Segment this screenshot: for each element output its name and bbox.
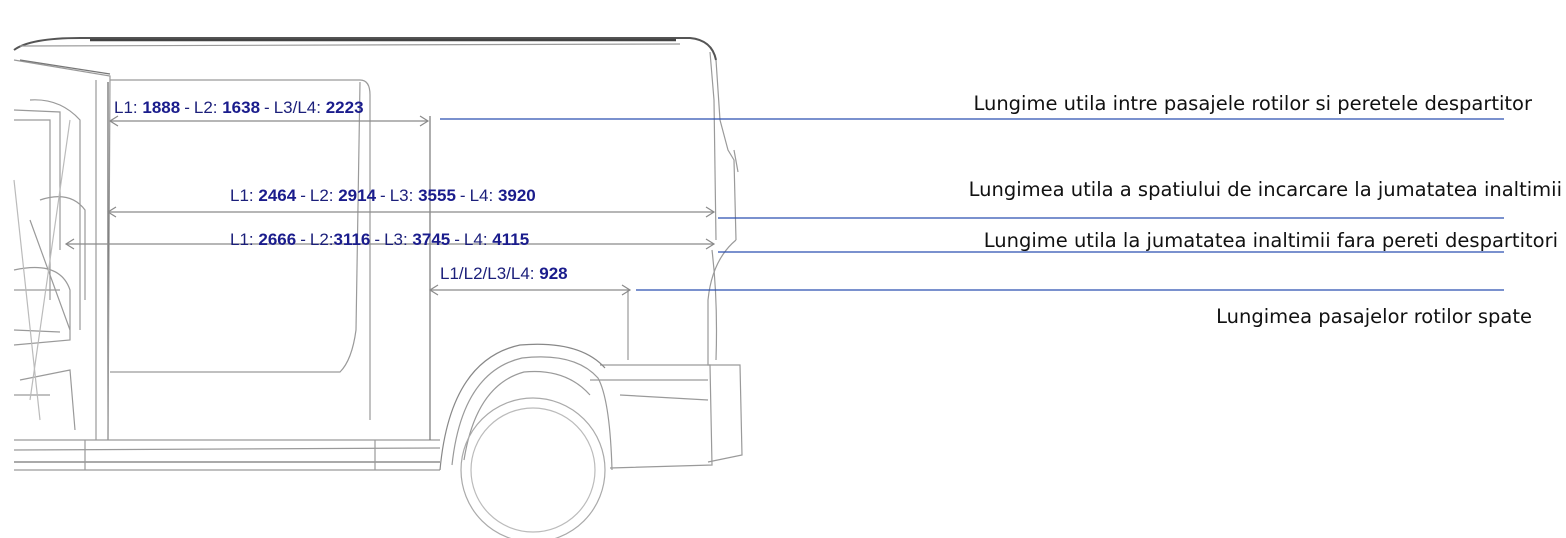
dimension-value: 2464 <box>258 186 297 205</box>
dimension-separator: - <box>380 186 386 205</box>
dimension-prefix: L2: <box>309 186 339 205</box>
dimension-value: 2914 <box>338 186 377 205</box>
dimension-value: 2223 <box>325 98 364 117</box>
caption-no-partition: Lungime utila la jumatatea inaltimii far… <box>983 229 1558 252</box>
dimension-prefix: L1: <box>230 186 259 205</box>
dimension-value: 928 <box>539 264 568 283</box>
dimension-label-partition: L1: 1888-L2: 1638-L3/L4: 2223 <box>114 98 364 118</box>
dimension-separator: - <box>184 98 190 117</box>
dimension-arrows <box>64 115 716 296</box>
van-outline <box>13 37 743 538</box>
dimension-separator: - <box>454 230 460 249</box>
dimension-value: 3745 <box>412 230 451 249</box>
dimension-prefix: L1: <box>230 230 259 249</box>
dimension-label-mid-height: L1: 2464-L2: 2914-L3: 3555-L4: 3920 <box>230 186 536 206</box>
caption-mid-height: Lungimea utila a spatiului de incarcare … <box>968 178 1562 201</box>
dimension-value: 3555 <box>418 186 456 205</box>
dimension-label-no-partition: L1: 2666-L2:3116-L3: 3745-L4: 4115 <box>230 230 529 250</box>
dimension-prefix: L1: <box>114 98 143 117</box>
dimension-prefix: L2: <box>309 230 334 249</box>
dimension-separator: - <box>459 186 466 205</box>
dimension-prefix: L4: <box>469 186 498 205</box>
dimension-value: 3920 <box>497 186 536 205</box>
dimension-separator: - <box>300 230 306 249</box>
dimension-value: 1638 <box>222 98 261 117</box>
dimension-value: 4115 <box>492 230 530 249</box>
dimension-separator: - <box>300 186 306 205</box>
dimension-prefix: L3/L4: <box>273 98 326 117</box>
dimension-prefix: L4: <box>463 230 493 249</box>
dimension-prefix: L3: <box>384 230 413 249</box>
dimension-value: 1888 <box>142 98 181 117</box>
caption-partition: Lungime utila intre pasajele rotilor si … <box>973 92 1532 115</box>
leader-lines <box>440 118 1504 291</box>
dimension-prefix: L3: <box>389 186 419 205</box>
dimension-value: 2666 <box>258 230 297 249</box>
dimension-separator: - <box>374 230 381 249</box>
dimension-prefix: L1/L2/L3/L4: <box>440 264 540 283</box>
dimension-separator: - <box>264 98 270 117</box>
dimension-label-wheel-arch: L1/L2/L3/L4: 928 <box>440 264 568 284</box>
dimension-prefix: L2: <box>193 98 223 117</box>
dimension-value: 3116 <box>333 230 371 249</box>
caption-wheel-arch: Lungimea pasajelor rotilor spate <box>1216 305 1532 328</box>
